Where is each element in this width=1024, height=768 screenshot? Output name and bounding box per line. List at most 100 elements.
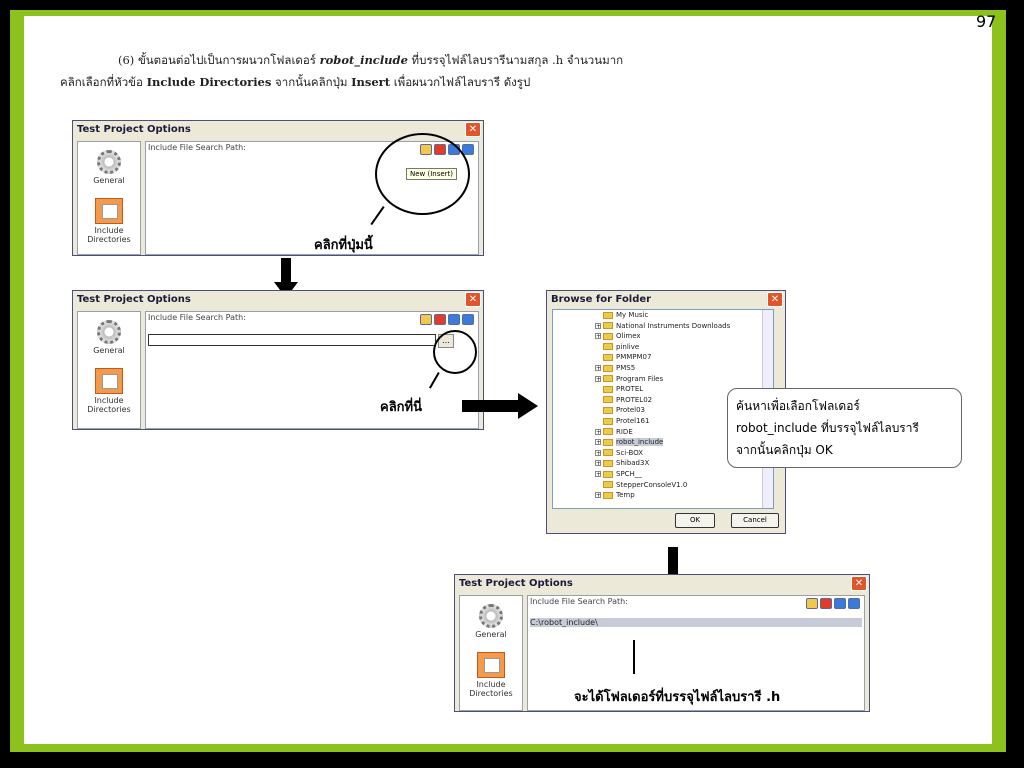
folder-label: Temp — [616, 491, 635, 500]
folder-tree-item[interactable]: Protel03 — [603, 406, 645, 415]
folder-tree-item[interactable]: + Temp — [595, 491, 635, 500]
folder-tree-item[interactable]: + Sci-BOX — [595, 449, 643, 458]
path-toolbar — [418, 314, 474, 326]
folder-label: PMMPM07 — [616, 353, 652, 362]
folder-label: Protel03 — [616, 406, 646, 415]
folder-label: pinlive — [616, 342, 640, 351]
page-number: 97 — [976, 12, 997, 31]
folder-icon — [603, 343, 613, 351]
options-sidebar: General Include Directories — [459, 595, 523, 711]
expand-icon[interactable]: + — [595, 471, 602, 478]
folder-tree-item[interactable]: +robot_include — [595, 438, 664, 447]
path-label: Include File Search Path: — [530, 597, 628, 606]
dialog-title: Test Project Options — [73, 291, 483, 308]
expand-icon[interactable]: + — [595, 449, 602, 457]
path-label: Include File Search Path: — [148, 313, 246, 322]
move-down-button[interactable] — [462, 314, 474, 325]
gear-icon — [479, 604, 503, 628]
folder-icon — [603, 332, 613, 340]
folder-tree-item[interactable]: +PMS5 — [595, 364, 635, 373]
callout-line: robot_include ที่บรรจุไฟล์ไลบรารี — [736, 421, 919, 435]
options-sidebar: General Include Directories — [77, 311, 141, 429]
delete-button[interactable] — [820, 598, 832, 609]
new-insert-button[interactable] — [420, 314, 432, 325]
folder-tree-item[interactable]: PROTEL — [603, 385, 643, 394]
arrow-right-icon — [518, 393, 538, 419]
instruction-line-1: (6) ขั้นตอนต่อไปเป็นการผนวกโฟลเดอร์ robo… — [118, 52, 623, 70]
folder-tree-item[interactable]: +Shibad3X — [595, 459, 649, 468]
sidebar-item-general[interactable]: General — [78, 144, 140, 185]
move-up-button[interactable] — [448, 314, 460, 325]
folder-tree-item[interactable]: Protel161 — [603, 417, 649, 426]
include-directories-icon — [477, 652, 505, 678]
move-down-button[interactable] — [462, 144, 474, 155]
folder-tree-item[interactable]: +Olimex — [595, 332, 641, 341]
sidebar-item-include-directories[interactable]: Include Directories — [78, 364, 140, 414]
expand-icon[interactable]: + — [595, 375, 602, 383]
sidebar-item-label: General — [93, 346, 125, 355]
folder-icon — [603, 428, 613, 436]
arrow-shaft — [668, 547, 678, 577]
folder-tree-item[interactable]: +Program Files — [595, 375, 663, 384]
folder-tree-item[interactable]: + National Instruments Downloads — [595, 322, 730, 331]
expand-icon[interactable]: + — [595, 460, 602, 468]
folder-icon — [603, 417, 613, 425]
folder-tree-item[interactable]: + RIDE — [595, 428, 633, 437]
close-button[interactable]: ✕ — [851, 576, 867, 591]
instruction-text: จากนั้นคลิกปุ่ม — [271, 75, 352, 89]
sidebar-item-include-directories[interactable]: Include Directories — [78, 194, 140, 244]
expand-icon[interactable]: + — [595, 333, 602, 341]
folder-tree-item[interactable]: +SPCH__ — [595, 470, 642, 479]
folder-tree-item[interactable]: StepperConsoleV1.0 — [603, 481, 687, 490]
expand-icon[interactable]: + — [595, 428, 602, 436]
path-toolbar — [804, 598, 860, 610]
folder-tree-item[interactable]: pinlive — [603, 343, 639, 352]
folder-icon — [603, 449, 613, 457]
folder-icon — [603, 438, 613, 446]
path-edit-input[interactable] — [148, 334, 436, 346]
sidebar-item-general[interactable]: General — [78, 314, 140, 355]
close-button[interactable]: ✕ — [465, 292, 481, 307]
close-button[interactable]: ✕ — [465, 122, 481, 137]
folder-icon — [603, 459, 613, 467]
sidebar-item-label: Include Directories — [87, 396, 131, 414]
highlight-circle — [433, 330, 477, 374]
folder-icon — [603, 353, 613, 361]
folder-label: Protel161 — [616, 417, 650, 425]
folder-tree-item[interactable]: PROTEL02 — [603, 396, 652, 405]
instruction-callout-box: ค้นหาเพื่อเลือกโฟลเดอร์ robot_include ที… — [727, 388, 962, 468]
folder-label: StepperConsoleV1.0 — [616, 480, 688, 489]
folder-icon — [603, 364, 613, 372]
path-list-panel: Include File Search Path: … — [145, 311, 479, 429]
move-up-button[interactable] — [834, 598, 846, 609]
sidebar-item-label: Include Directories — [469, 680, 513, 698]
instruction-text: (6) ขั้นตอนต่อไปเป็นการผนวกโฟลเดอร์ — [118, 53, 320, 67]
folder-icon — [603, 491, 613, 499]
arrow-shaft — [281, 258, 291, 282]
expand-icon[interactable]: + — [595, 365, 602, 372]
new-insert-button[interactable] — [806, 598, 818, 609]
expand-icon[interactable]: + — [595, 322, 602, 330]
gear-icon — [97, 320, 121, 344]
folder-tree-item[interactable]: PMMPM07 — [603, 353, 651, 362]
move-down-button[interactable] — [848, 598, 860, 609]
ok-button[interactable]: OK — [675, 513, 715, 528]
dialog-title: Test Project Options — [73, 121, 483, 138]
result-caption: จะได้โฟลเดอร์ที่บรรจุไฟล์ไลบรารี .h — [574, 690, 781, 705]
delete-button[interactable] — [434, 314, 446, 325]
folder-label: Sci-BOX — [616, 448, 644, 457]
path-list-row[interactable]: C:\robot_include\ — [530, 618, 862, 627]
close-button[interactable]: ✕ — [767, 292, 783, 307]
options-dialog-3: Test Project Options ✕ General Include D… — [454, 574, 870, 712]
expand-icon[interactable]: + — [595, 492, 602, 500]
sidebar-item-general[interactable]: General — [460, 598, 522, 639]
callout-pointer — [633, 640, 635, 674]
cancel-button[interactable]: Cancel — [731, 513, 779, 528]
folder-tree-item[interactable]: My Music — [603, 311, 648, 320]
expand-icon[interactable]: + — [595, 439, 602, 447]
sidebar-item-include-directories[interactable]: Include Directories — [460, 648, 522, 698]
folder-label: RIDE — [616, 427, 633, 436]
folder-label: National Instruments Downloads — [616, 321, 731, 330]
folder-icon — [603, 375, 613, 383]
options-dialog-2: Test Project Options ✕ General Include D… — [72, 290, 484, 430]
